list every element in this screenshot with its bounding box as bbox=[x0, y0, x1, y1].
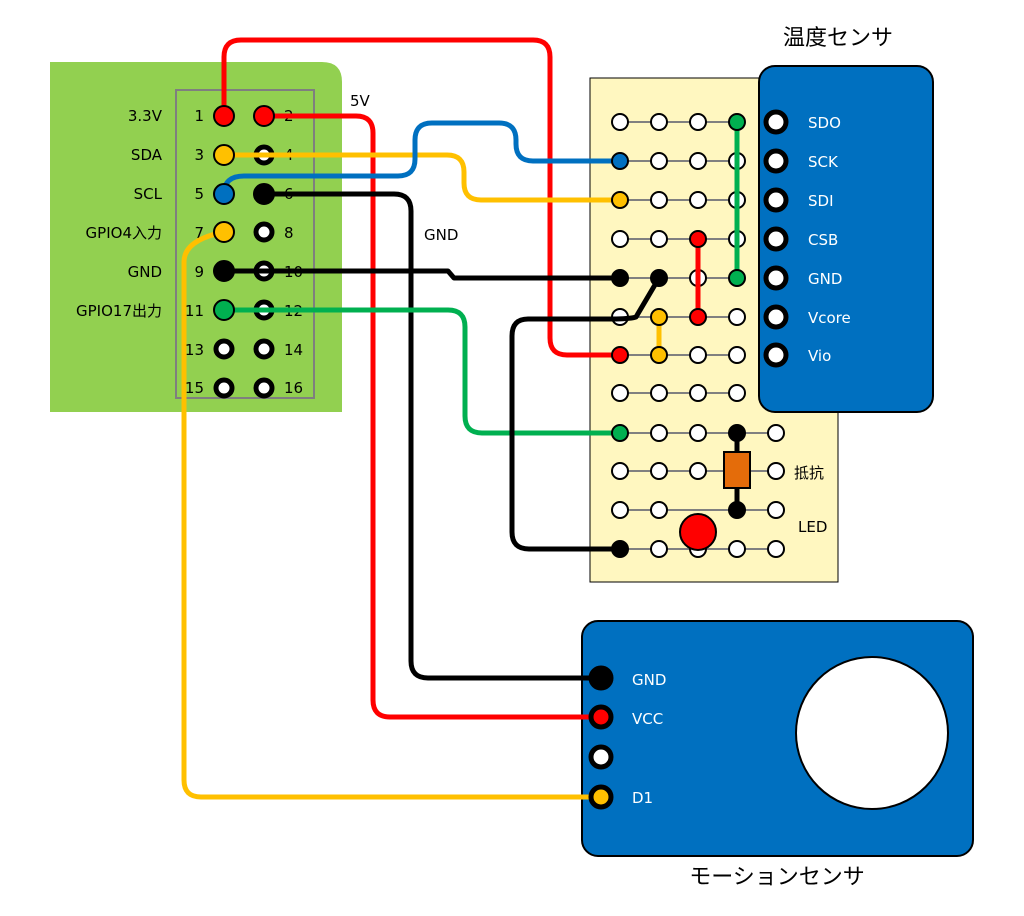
wire-gpio17-green bbox=[221, 307, 623, 436]
resistor bbox=[723, 451, 751, 489]
temperature-sensor-title: 温度センサ bbox=[783, 26, 893, 51]
connected-dots bbox=[213, 105, 746, 558]
resistor-label: 抵抗 bbox=[794, 464, 824, 482]
label-gnd: GND bbox=[128, 263, 162, 281]
pin-number-1: 1 bbox=[194, 107, 204, 125]
pin-13 bbox=[213, 338, 235, 360]
temp-pin-vcore bbox=[763, 304, 789, 330]
pin-number-16: 16 bbox=[284, 379, 303, 397]
motion-pin-vcc bbox=[588, 704, 614, 730]
perfboard-holes bbox=[611, 113, 785, 558]
pin-6 bbox=[253, 183, 275, 205]
temp-pin-label-sdo: SDO bbox=[808, 114, 841, 132]
pin-number-5: 5 bbox=[194, 185, 204, 203]
pin-number-14: 14 bbox=[284, 341, 303, 359]
pin-number-7: 7 bbox=[194, 224, 204, 242]
wire-5v-red bbox=[261, 113, 604, 720]
motion-sensor: モーションセンサ GND VCC D1 bbox=[581, 620, 974, 890]
temp-pin-label-vcore: Vcore bbox=[808, 309, 851, 327]
pin-7 bbox=[213, 221, 235, 243]
temp-pin-label-sck: SCK bbox=[808, 153, 839, 171]
label-gpio4-input: GPIO4入力 bbox=[86, 224, 162, 242]
pin-number-13: 13 bbox=[185, 341, 204, 359]
wire-3v3-red bbox=[221, 37, 623, 358]
temp-pin-sdi bbox=[763, 187, 789, 213]
temp-pin-gnd bbox=[763, 265, 789, 291]
pin-8 bbox=[253, 221, 275, 243]
led-label: LED bbox=[798, 518, 827, 536]
label-scl: SCL bbox=[134, 185, 163, 203]
temperature-sensor-body bbox=[758, 65, 934, 413]
pin-14 bbox=[253, 338, 275, 360]
wire-gnd-return-black bbox=[509, 275, 662, 552]
motion-pin-gnd bbox=[588, 665, 614, 691]
label-gpio17-output: GPIO17出力 bbox=[76, 302, 162, 320]
pin-number-9: 9 bbox=[194, 263, 204, 281]
temp-pin-vio bbox=[763, 342, 789, 368]
pin-2 bbox=[253, 105, 275, 127]
wire-gnd-motion-black bbox=[261, 191, 604, 681]
pin-11 bbox=[213, 299, 235, 321]
temp-pin-csb bbox=[763, 226, 789, 252]
pin-number-15: 15 bbox=[185, 379, 204, 397]
wire-gnd-black bbox=[221, 268, 623, 281]
motion-sensor-pins bbox=[588, 665, 614, 810]
pin-number-8: 8 bbox=[284, 224, 294, 242]
temp-pin-sck bbox=[763, 148, 789, 174]
motion-pin-label-d1: D1 bbox=[632, 789, 653, 807]
label-3v3: 3.3V bbox=[128, 107, 163, 125]
temp-pin-label-gnd: GND bbox=[808, 270, 842, 288]
temperature-sensor-pins bbox=[763, 109, 789, 368]
led bbox=[679, 513, 717, 551]
motion-pin-label-gnd: GND bbox=[632, 671, 666, 689]
label-5v: 5V bbox=[350, 92, 371, 110]
wires bbox=[181, 37, 740, 800]
motion-sensor-title: モーションセンサ bbox=[689, 865, 865, 890]
wire-gpio4-yellow bbox=[181, 229, 604, 800]
temp-pin-label-csb: CSB bbox=[808, 231, 838, 249]
gpio-header-frame bbox=[175, 89, 315, 399]
pin-3 bbox=[213, 144, 235, 166]
wire-label-gnd: GND bbox=[424, 226, 458, 244]
pin-15 bbox=[213, 377, 235, 399]
motion-sensor-lens bbox=[795, 656, 949, 810]
pin-number-11: 11 bbox=[185, 302, 204, 320]
motion-pin-d1 bbox=[588, 784, 614, 810]
wire-scl-blue bbox=[221, 120, 623, 197]
motion-pin-label-vcc: VCC bbox=[632, 710, 663, 728]
pin-1 bbox=[213, 105, 235, 127]
temperature-sensor: 温度センサ SDO SCK SDI CSB GND Vcore Vio bbox=[758, 26, 934, 413]
temp-pin-sdo bbox=[763, 109, 789, 135]
pin-number-3: 3 bbox=[194, 146, 204, 164]
motion-pin-unused bbox=[588, 744, 614, 770]
temp-pin-label-vio: Vio bbox=[808, 347, 831, 365]
pin-9 bbox=[213, 260, 235, 282]
wire-sda-yellow bbox=[221, 152, 623, 203]
label-sda: SDA bbox=[131, 146, 163, 164]
pin-16 bbox=[253, 377, 275, 399]
pin-5 bbox=[213, 183, 235, 205]
temp-pin-label-sdi: SDI bbox=[808, 192, 834, 210]
